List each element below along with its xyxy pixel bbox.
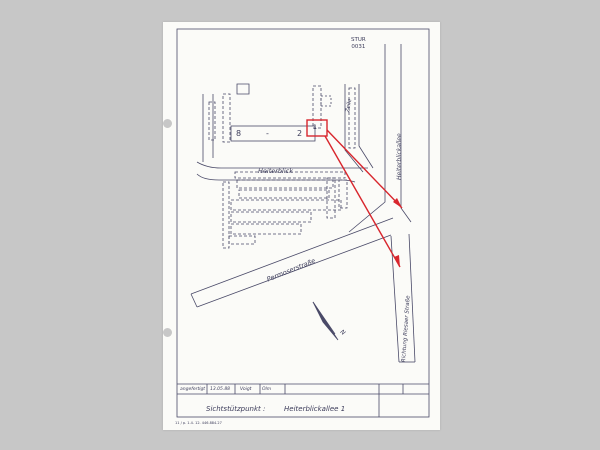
street-permoserstrasse bbox=[190, 217, 394, 308]
title-caption-value: Heiterblickallee 1 bbox=[284, 405, 346, 413]
sight-line-2 bbox=[324, 135, 401, 268]
title-name: Voigt bbox=[240, 387, 252, 392]
sight-line-1 bbox=[326, 129, 403, 209]
street-label-heiterblick: Heiterblick bbox=[258, 167, 293, 175]
building-blocks bbox=[208, 83, 356, 249]
street-label-heiterblickallee: Heiterblickallee bbox=[396, 133, 403, 180]
street-zeile bbox=[344, 84, 374, 173]
sheet-code-line1: STUR bbox=[351, 37, 366, 43]
block-label-dash: - bbox=[266, 129, 269, 138]
punch-hole-bottom bbox=[163, 328, 172, 337]
access-road-left bbox=[202, 94, 214, 162]
sight-arrowhead-2 bbox=[394, 255, 400, 267]
sheet-code-line2: 0031 bbox=[351, 43, 366, 50]
sheet-code: STUR 0031 bbox=[351, 37, 366, 50]
title-abbr: Olm bbox=[262, 387, 272, 392]
north-arrow bbox=[312, 301, 339, 341]
footer-code: 11 / p. 1.4. 12. 446.884.27 bbox=[175, 421, 222, 425]
punch-hole-top bbox=[163, 119, 172, 128]
street-heiterblickallee bbox=[348, 44, 412, 233]
drawing-frame bbox=[176, 28, 430, 418]
block-label-right: 2 bbox=[297, 129, 303, 138]
site-plan-drawing bbox=[176, 28, 430, 418]
marked-building-number: 1 bbox=[313, 123, 318, 131]
street-riesaer bbox=[390, 233, 416, 363]
marked-building bbox=[306, 119, 328, 137]
title-block bbox=[177, 383, 429, 417]
map-sheet bbox=[163, 22, 440, 430]
sight-arrowhead-1 bbox=[393, 198, 402, 208]
title-label-made: angefertigt bbox=[180, 387, 206, 392]
block-label-left: 8 bbox=[236, 129, 242, 138]
title-date: 13.05.88 bbox=[210, 387, 231, 392]
title-caption-label: Sichtstützpunkt : bbox=[206, 405, 266, 413]
